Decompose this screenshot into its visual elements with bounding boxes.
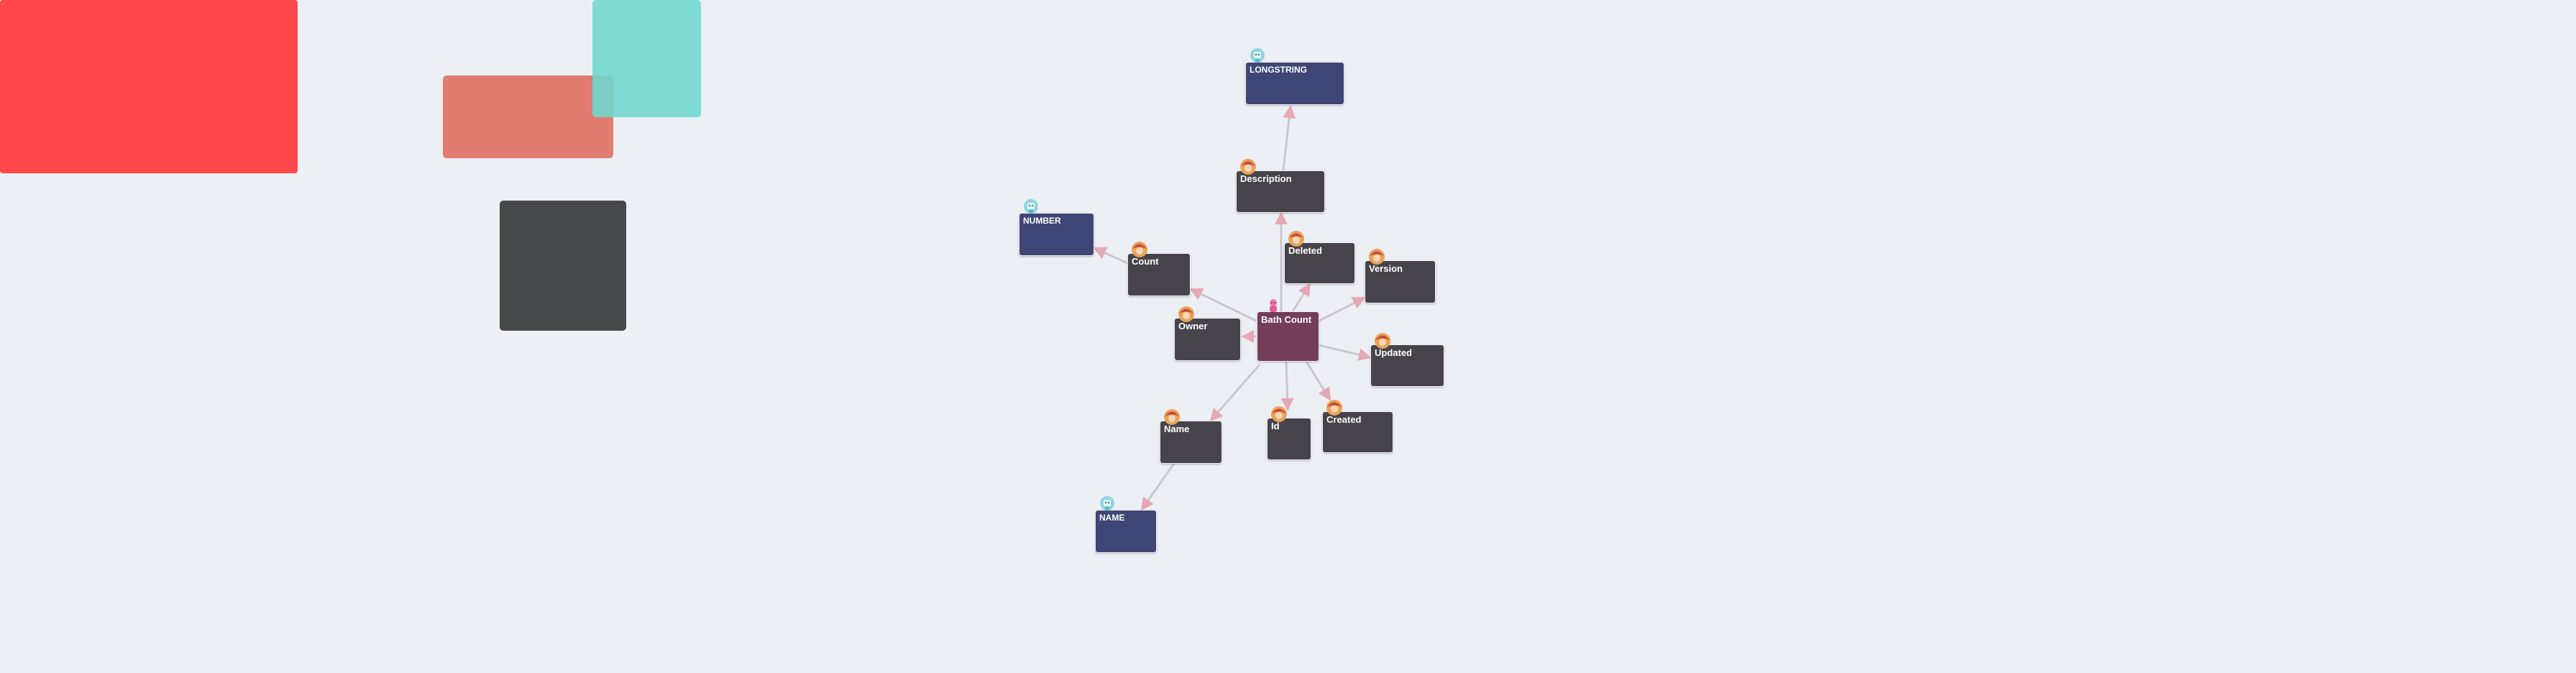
node-created[interactable]: Created (1322, 400, 1393, 453)
edge-count-number (1093, 247, 1128, 265)
person-avatar-icon (1178, 306, 1194, 322)
node-name-type[interactable]: NAME (1095, 496, 1157, 553)
node-label: Count (1132, 256, 1159, 267)
edge-bathcount-name (1209, 364, 1261, 422)
node-number[interactable]: NUMBER (1019, 199, 1094, 256)
node-updated[interactable]: Updated (1370, 333, 1444, 387)
node-label: LONGSTRING (1250, 65, 1307, 75)
node-version[interactable]: Version (1365, 249, 1436, 303)
edge-bathcount-created (1305, 361, 1331, 401)
person-avatar-icon (1164, 409, 1180, 425)
person-avatar-icon (1369, 249, 1385, 265)
person-avatar-icon (1271, 406, 1287, 422)
node-description[interactable]: Description (1236, 159, 1325, 213)
person-avatar-icon (1375, 333, 1390, 349)
edge-bathcount-count (1189, 288, 1257, 322)
robot-icon (1024, 199, 1038, 214)
edge-name-name (1140, 462, 1176, 511)
node-label: Bath Count (1261, 314, 1312, 325)
robot-icon (1250, 48, 1265, 63)
person-avatar-icon (1288, 231, 1304, 247)
node-label: Owner (1178, 321, 1208, 331)
node-owner[interactable]: Owner (1174, 306, 1241, 361)
node-label: Updated (1375, 347, 1412, 358)
edge-bathcount-id (1280, 361, 1294, 411)
person-avatar-icon (1326, 400, 1342, 416)
node-deleted[interactable]: Deleted (1284, 231, 1355, 284)
decorative-dark-panel (500, 201, 626, 331)
decorative-red-panel (0, 0, 298, 173)
node-id[interactable]: Id (1267, 406, 1311, 460)
robot-icon (1100, 496, 1114, 511)
pink-person-icon (1270, 299, 1277, 312)
person-avatar-icon (1240, 159, 1256, 175)
node-label: Description (1240, 173, 1292, 184)
node-label: NUMBER (1023, 216, 1061, 226)
person-avatar-icon (1132, 242, 1147, 257)
node-label: Name (1164, 424, 1190, 434)
node-label: Deleted (1288, 245, 1322, 256)
node-label: Id (1271, 421, 1280, 431)
decorative-salmon-panel (443, 75, 613, 158)
node-label: Version (1369, 263, 1403, 274)
node-longstring[interactable]: LONGSTRING (1245, 48, 1344, 105)
node-label: NAME (1099, 513, 1125, 523)
edge-bathcount-version (1317, 296, 1366, 323)
node-label: Created (1326, 414, 1362, 425)
node-count[interactable]: Count (1127, 242, 1191, 296)
edge-bathcount-updated (1318, 344, 1372, 362)
node-name[interactable]: Name (1160, 409, 1222, 464)
node-bath-count[interactable]: Bath Count (1257, 299, 1319, 362)
edge-description-longstring (1282, 105, 1296, 171)
edge-bathcount-deleted (1291, 283, 1311, 312)
decorative-teal-panel (592, 0, 701, 117)
